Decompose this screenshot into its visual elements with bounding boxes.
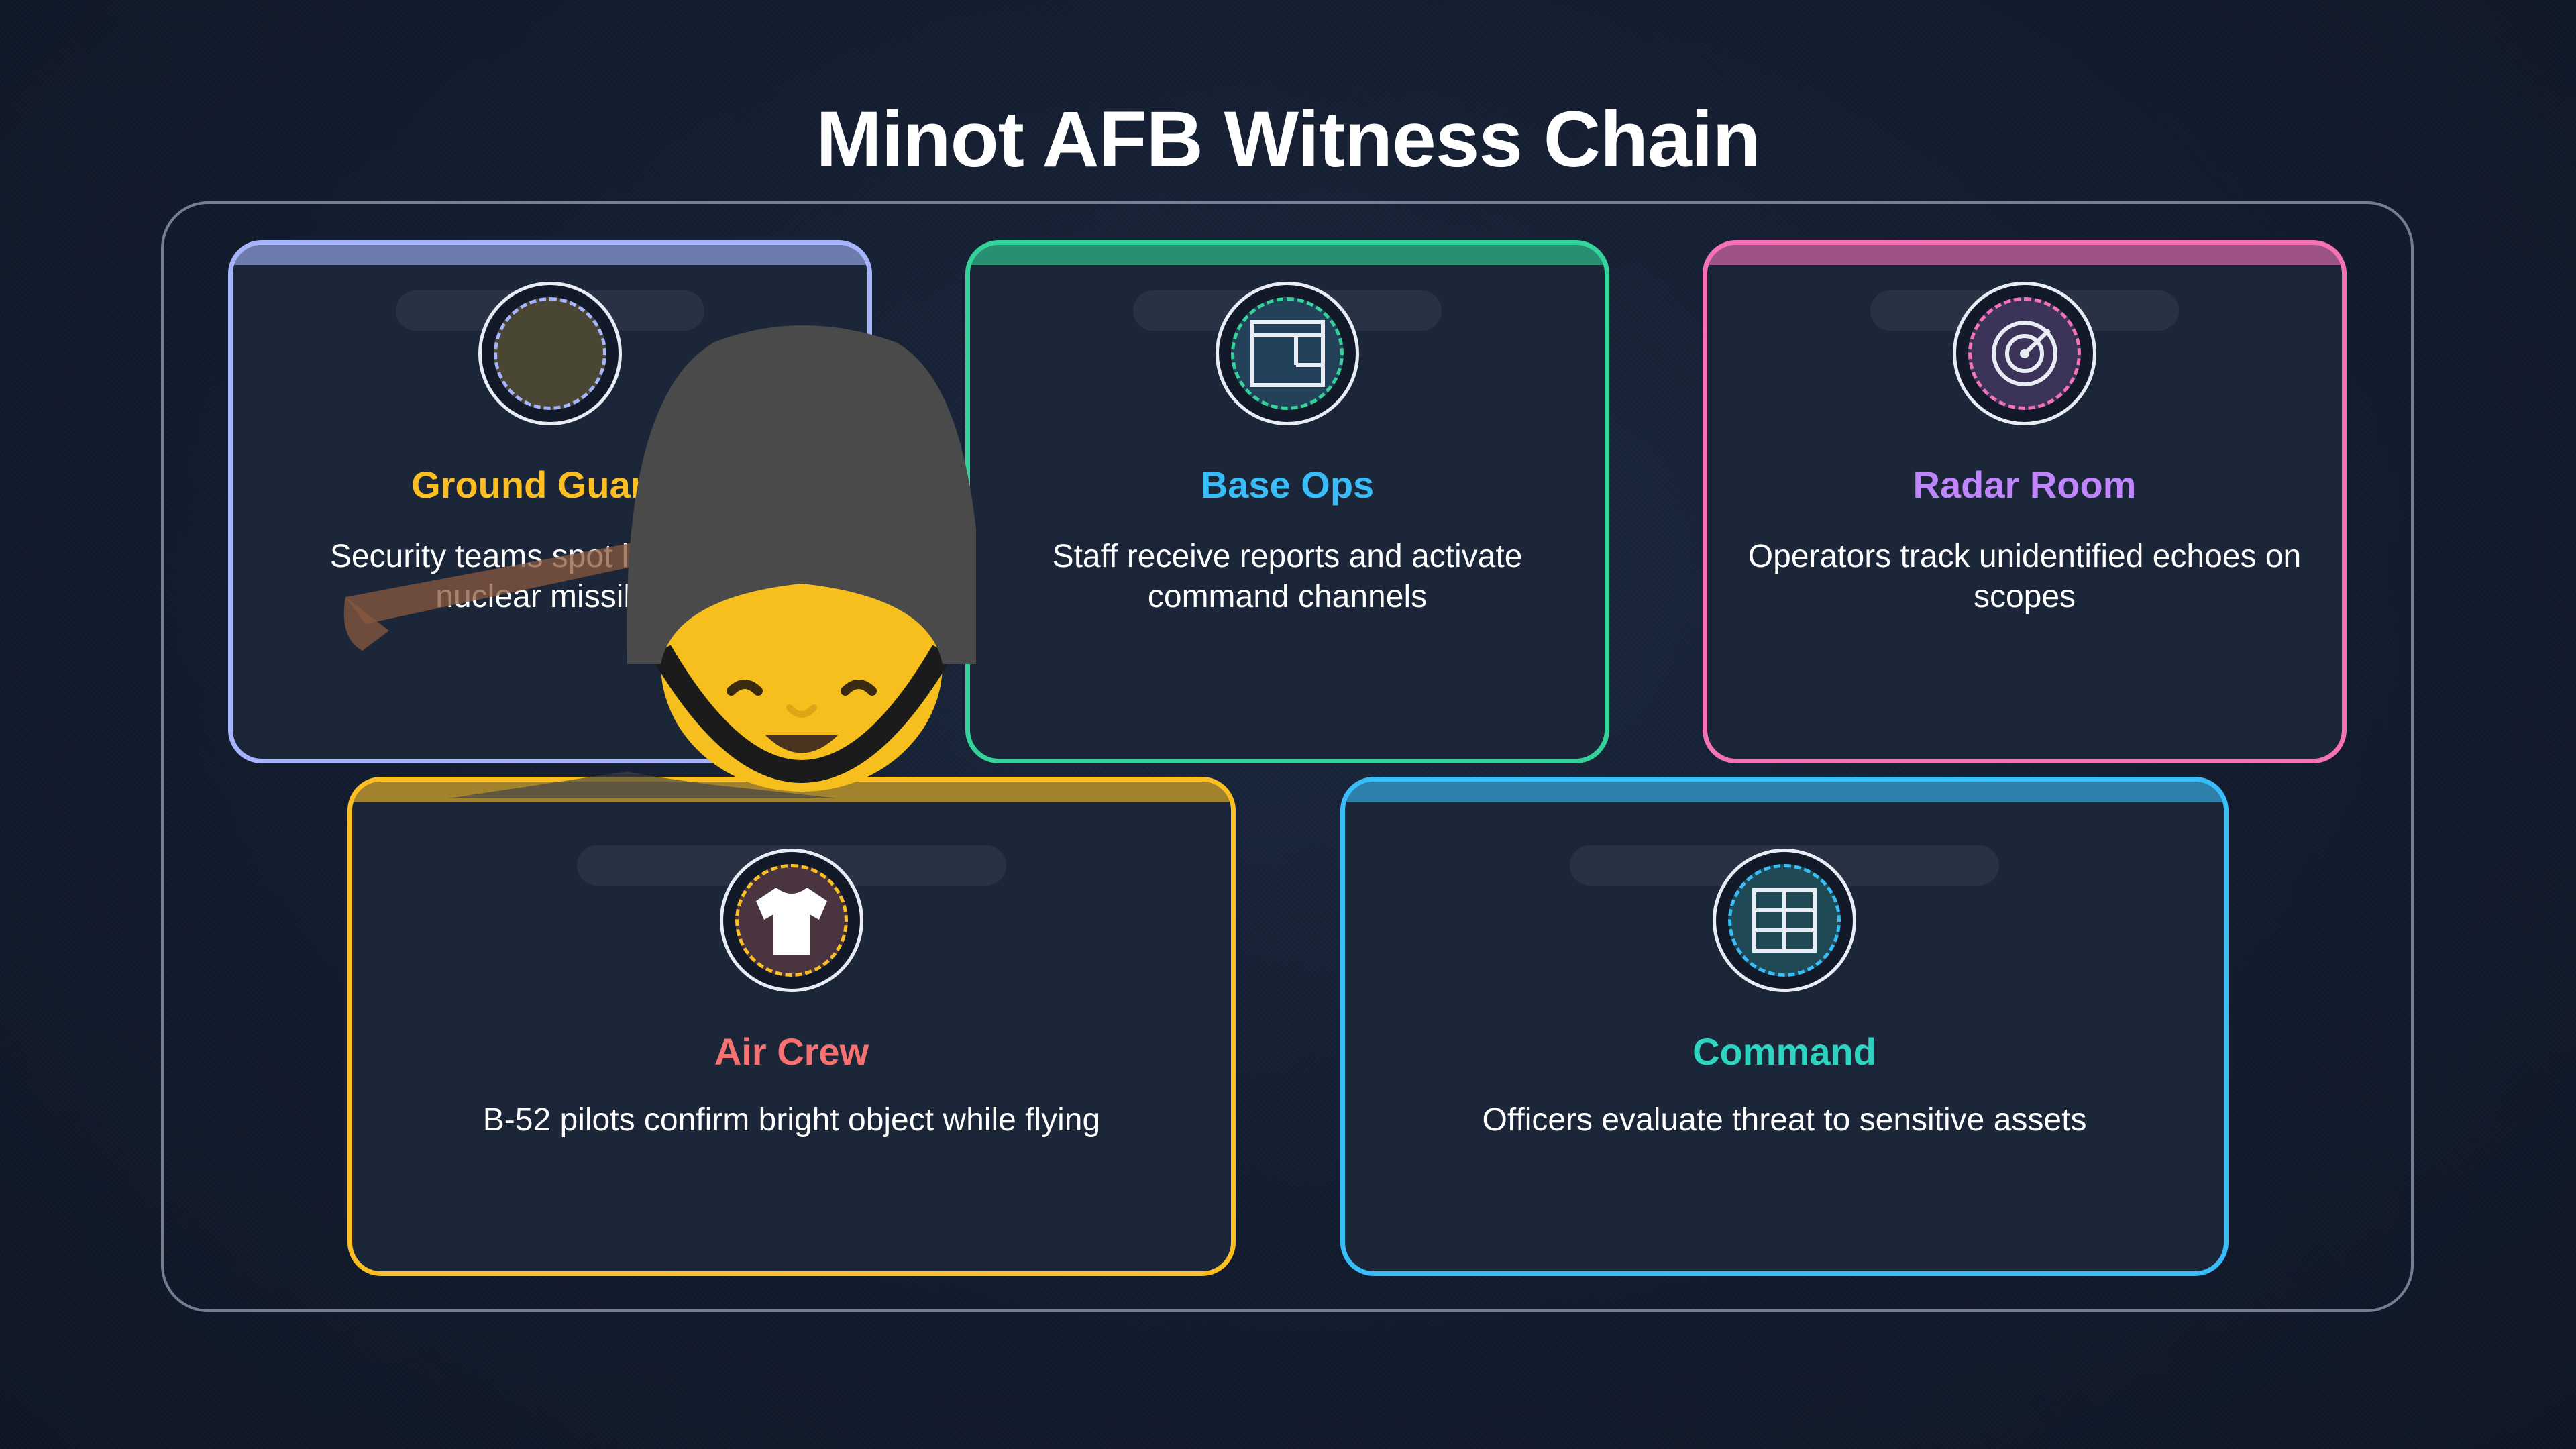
t-shirt-icon	[756, 888, 827, 955]
icon-badge	[478, 282, 622, 425]
card-description: Staff receive reports and activate comma…	[1052, 539, 1523, 614]
card-description: Operators track unidentified echoes on s…	[1748, 539, 2302, 614]
icon-badge	[720, 849, 863, 992]
icon-badge	[1216, 282, 1359, 425]
card-title: Ground Guards	[411, 464, 689, 506]
card-title: Command	[1693, 1030, 1876, 1073]
grid-icon	[1752, 888, 1817, 953]
card-description: Security teams spot lights near nuclear …	[329, 539, 771, 614]
card-ground-guards: Ground Guards Security teams spot lights…	[228, 240, 872, 763]
icon-badge	[1953, 282, 2096, 425]
card-top-bar	[352, 782, 1231, 802]
diagram-frame	[161, 201, 2414, 1312]
card-description: B-52 pilots confirm bright object while …	[482, 1102, 1101, 1138]
icon-badge	[1713, 849, 1856, 992]
card-top-bar	[1707, 245, 2342, 265]
card-title: Base Ops	[1200, 464, 1375, 506]
radar-icon	[1992, 321, 2057, 386]
card-title: Air Crew	[714, 1030, 869, 1073]
card-top-bar	[233, 245, 867, 265]
card-title: Radar Room	[1913, 464, 2137, 506]
card-top-bar	[1345, 782, 2224, 802]
card-air-crew: Air Crew B-52 pilots confirm bright obje…	[347, 777, 1236, 1276]
page-title: Minot AFB Witness Chain	[816, 95, 1760, 184]
card-radar-room: Radar Room Operators track unidentified …	[1703, 240, 2347, 763]
card-top-bar	[970, 245, 1605, 265]
card-description: Officers evaluate threat to sensitive as…	[1482, 1102, 2087, 1138]
window-icon	[1250, 320, 1325, 387]
card-command: Command Officers evaluate threat to sens…	[1340, 777, 2229, 1276]
ring-icon	[494, 297, 606, 410]
card-base-ops: Base Ops Staff receive reports and activ…	[965, 240, 1609, 763]
